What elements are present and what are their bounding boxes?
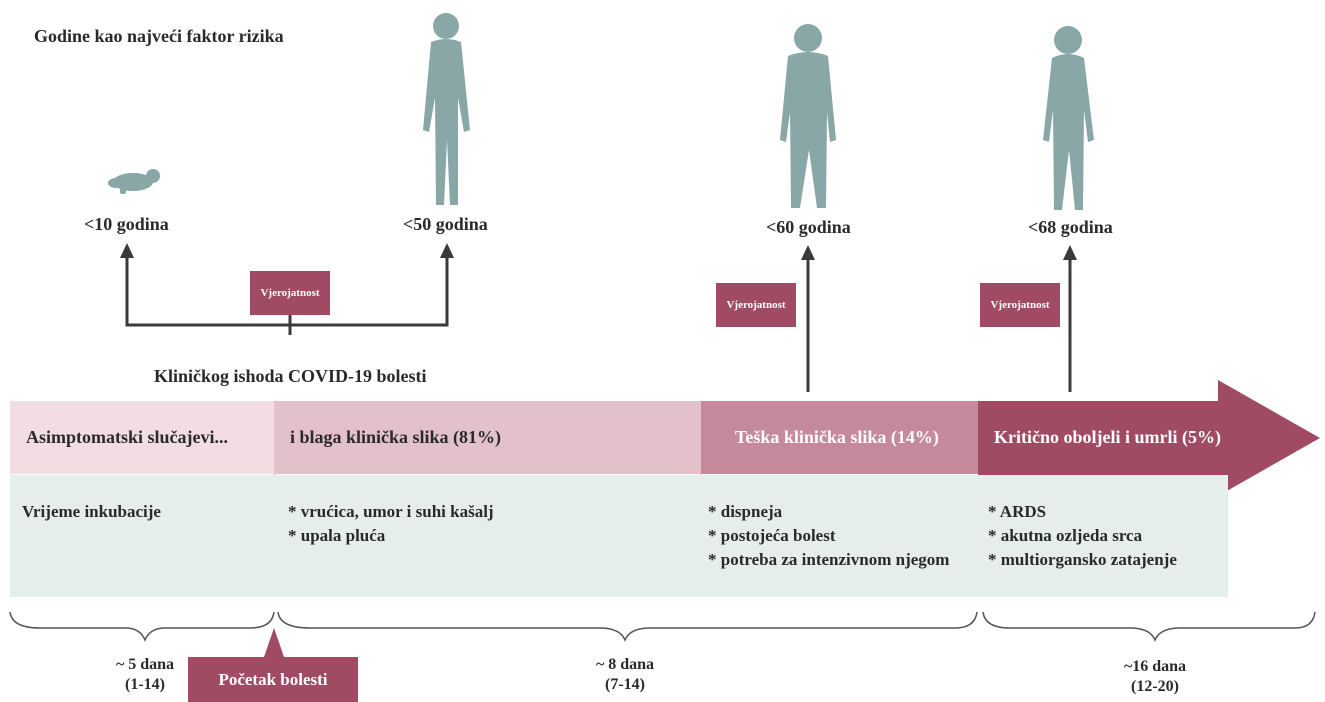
critical-symptoms: * ARDS * akutna ozljeda srca * multiorga…	[988, 500, 1177, 572]
stage-header-critical: Kritično oboljeli i umrli (5%)	[994, 427, 1221, 447]
age-label-2: <50 godina	[403, 214, 488, 234]
duration-days: ~ 5 dana	[115, 656, 175, 673]
symptom-panel	[10, 475, 1228, 597]
age-label-3: <60 godina	[766, 217, 851, 237]
symptom-item: * ARDS	[988, 502, 1047, 521]
probability-bracket	[125, 254, 1072, 392]
arrow-heads	[120, 243, 1077, 260]
mild-symptoms: * vrućica, umor i suhi kašalj * upala pl…	[288, 500, 494, 548]
adult-figure-1-icon	[423, 13, 470, 205]
duration-days: ~ 8 dana	[595, 656, 655, 673]
page-title: Godine kao najveći faktor rizika	[34, 26, 284, 46]
onset-badge: Početak bolesti	[188, 657, 358, 702]
symptom-item: * upala pluća	[288, 526, 386, 545]
probability-badge-2: Vjerojatnost	[716, 283, 796, 327]
symptom-item: * postojeća bolest	[708, 526, 836, 545]
duration-days: ~16 dana	[1123, 658, 1187, 675]
stage-header-mild: i blaga klinička slika (81%)	[274, 401, 701, 474]
age-label-1: <10 godina	[84, 214, 169, 234]
probability-badge-1: Vjerojatnost	[250, 271, 330, 315]
symptom-item: * dispneja	[708, 502, 783, 521]
duration-critical: ~16 dana (12-20)	[1080, 657, 1230, 697]
duration-range: (12-20)	[1131, 678, 1179, 695]
symptom-item: * multiorgansko zatajenje	[988, 550, 1177, 569]
symptom-item: * akutna ozljeda srca	[988, 526, 1143, 545]
critical-arrow-shape	[978, 380, 1320, 496]
duration-mild: ~ 8 dana (7-14)	[550, 655, 700, 695]
outcome-label: Kliničkog ishoda COVID-19 bolesti	[154, 366, 427, 386]
stage-header-asymptomatic: Asimptomatski slučajevi...	[10, 401, 274, 474]
symptom-item: * potreba za intenzivnom njegom	[708, 550, 950, 569]
duration-range: (7-14)	[605, 676, 645, 693]
baby-figure-icon	[108, 169, 160, 194]
adult-figure-2-icon	[780, 24, 836, 208]
onset-pointer	[264, 628, 284, 657]
duration-range: (1-14)	[125, 676, 165, 693]
incubation-label: Vrijeme inkubacije	[22, 502, 161, 521]
adult-figure-3-icon	[1043, 26, 1094, 210]
duration-braces	[9, 611, 1316, 642]
duration-incubation: ~ 5 dana (1-14)	[70, 655, 220, 695]
stage-header-severe: Teška klinička slika (14%)	[701, 401, 978, 474]
symptom-item: * vrućica, umor i suhi kašalj	[288, 502, 494, 521]
age-label-4: <68 godina	[1028, 217, 1113, 237]
severe-symptoms: * dispneja * postojeća bolest * potreba …	[708, 500, 949, 572]
probability-badge-3: Vjerojatnost	[980, 283, 1060, 327]
